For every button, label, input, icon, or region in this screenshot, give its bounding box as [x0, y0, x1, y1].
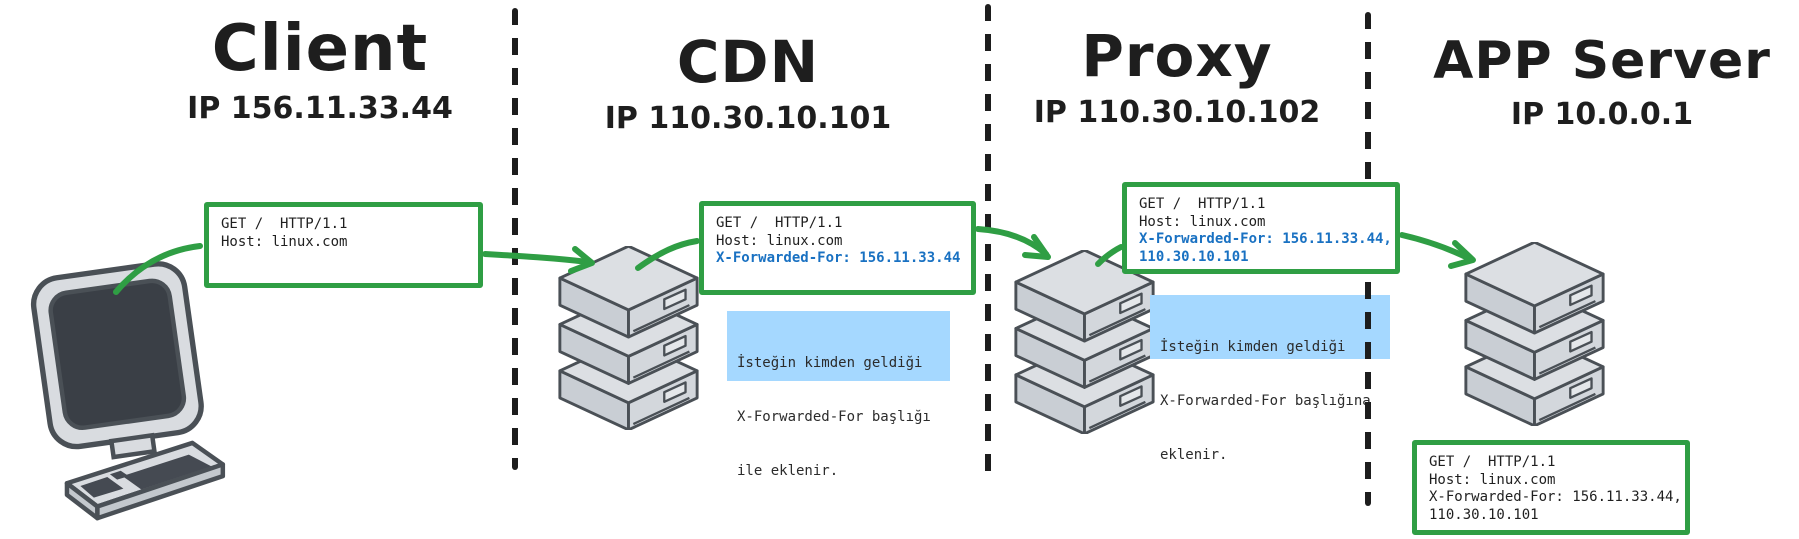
note-line: X-Forwarded-For başlığı	[737, 409, 931, 425]
x-forwarded-for-line: X-Forwarded-For: 156.11.33.44,	[1429, 489, 1682, 505]
server-stack-icon	[1012, 250, 1157, 434]
section-ip: IP 110.30.10.101	[604, 100, 892, 136]
x-forwarded-for-line: 110.30.10.101	[1429, 506, 1539, 523]
http-header-line: Host: linux.com	[1139, 213, 1266, 230]
note-line: eklenir.	[1160, 447, 1228, 463]
section-ip: IP 10.0.0.1	[1510, 96, 1694, 132]
section-title: Client	[211, 12, 429, 86]
x-forwarded-for-line: X-Forwarded-For: 156.11.33.44,	[1139, 231, 1392, 247]
http-header-line: Host: linux.com	[716, 232, 843, 249]
http-header-line: GET / HTTP/1.1	[1429, 454, 1556, 470]
server-stack-icon	[556, 246, 701, 430]
http-header-line: Host: linux.com	[1429, 471, 1556, 488]
note-line: İsteğin kimden geldiği	[737, 355, 923, 371]
http-header-line: GET / HTTP/1.1	[716, 215, 843, 231]
note-line: İsteğin kimden geldiği	[1160, 339, 1346, 355]
section-divider	[512, 8, 518, 470]
http-header-line: GET / HTTP/1.1	[221, 216, 348, 232]
section-header-client: Client IP 156.11.33.44	[95, 12, 545, 127]
http-header-line: Host: linux.com	[221, 233, 348, 250]
note-line: X-Forwarded-For başlığına	[1160, 393, 1371, 409]
http-request-box-proxy: GET / HTTP/1.1 Host: linux.com X-Forward…	[1122, 182, 1400, 274]
http-request-box-client: GET / HTTP/1.1 Host: linux.com	[204, 202, 483, 288]
http-request-box-app-server: GET / HTTP/1.1 Host: linux.com X-Forward…	[1412, 440, 1690, 535]
http-request-box-cdn: GET / HTTP/1.1 Host: linux.com X-Forward…	[699, 201, 976, 295]
desktop-computer-icon	[15, 252, 230, 521]
server-stack-icon	[1462, 242, 1607, 426]
http-header-line: GET / HTTP/1.1	[1139, 196, 1266, 212]
section-ip: IP 110.30.10.102	[1033, 94, 1321, 130]
x-forwarded-for-line: X-Forwarded-For: 156.11.33.44	[716, 250, 961, 266]
section-title: CDN	[676, 28, 820, 96]
section-header-cdn: CDN IP 110.30.10.101	[523, 32, 973, 136]
section-ip: IP 156.11.33.44	[187, 91, 453, 127]
note-cdn-xff: İsteğin kimden geldiği X-Forwarded-For b…	[727, 311, 950, 479]
arrow-request-to-app	[1399, 232, 1473, 262]
x-forwarded-for-line: 110.30.10.101	[1139, 248, 1249, 265]
note-line: ile eklenir.	[737, 463, 839, 479]
section-title: APP Server	[1433, 31, 1771, 91]
section-title: Proxy	[1081, 22, 1273, 90]
section-header-proxy: Proxy IP 110.30.10.102	[952, 26, 1402, 130]
section-header-app-server: APP Server IP 10.0.0.1	[1405, 34, 1799, 132]
note-proxy-xff: İsteğin kimden geldiği X-Forwarded-For b…	[1150, 295, 1390, 463]
